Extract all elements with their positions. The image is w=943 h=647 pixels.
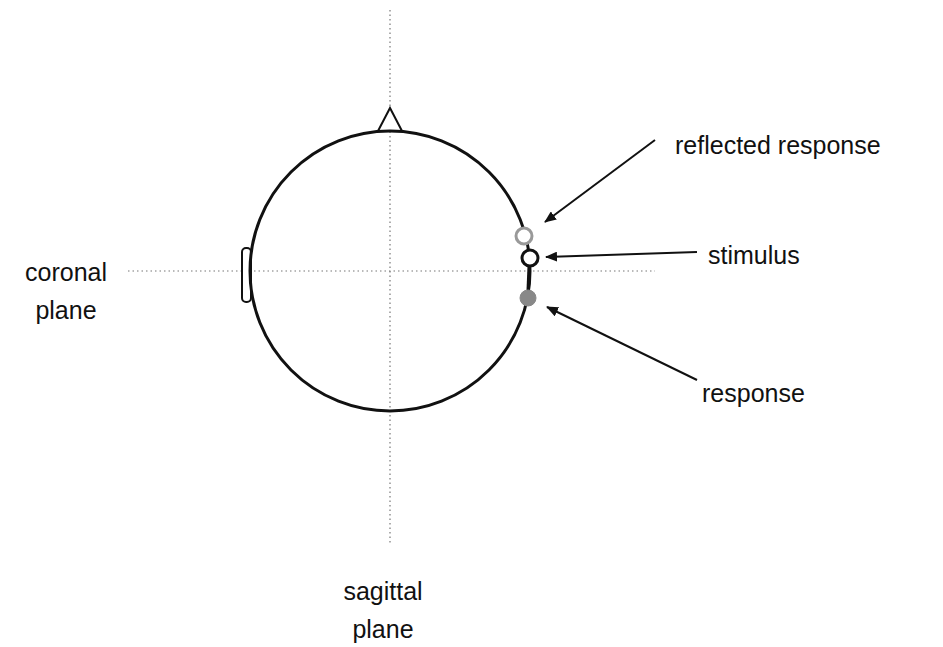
- response-dot: [520, 290, 536, 306]
- leader-arrow: [547, 307, 697, 380]
- response-offset: [528, 266, 529, 290]
- leader-arrow: [546, 252, 697, 257]
- sagittal-line: [389, 10, 390, 545]
- head-outline: [250, 131, 530, 411]
- coronal-line: [128, 270, 655, 271]
- callout-label: stimulus: [708, 236, 908, 274]
- callout-label: reflected response: [675, 126, 937, 164]
- reflected-response-dot: [516, 228, 532, 244]
- stimulus-dot: [522, 250, 538, 266]
- plane-label: coronal plane: [8, 253, 124, 329]
- nose: [378, 108, 402, 131]
- leader-arrow: [545, 140, 655, 222]
- callout-label: response: [702, 374, 902, 412]
- plane-label: sagittal plane: [325, 572, 441, 647]
